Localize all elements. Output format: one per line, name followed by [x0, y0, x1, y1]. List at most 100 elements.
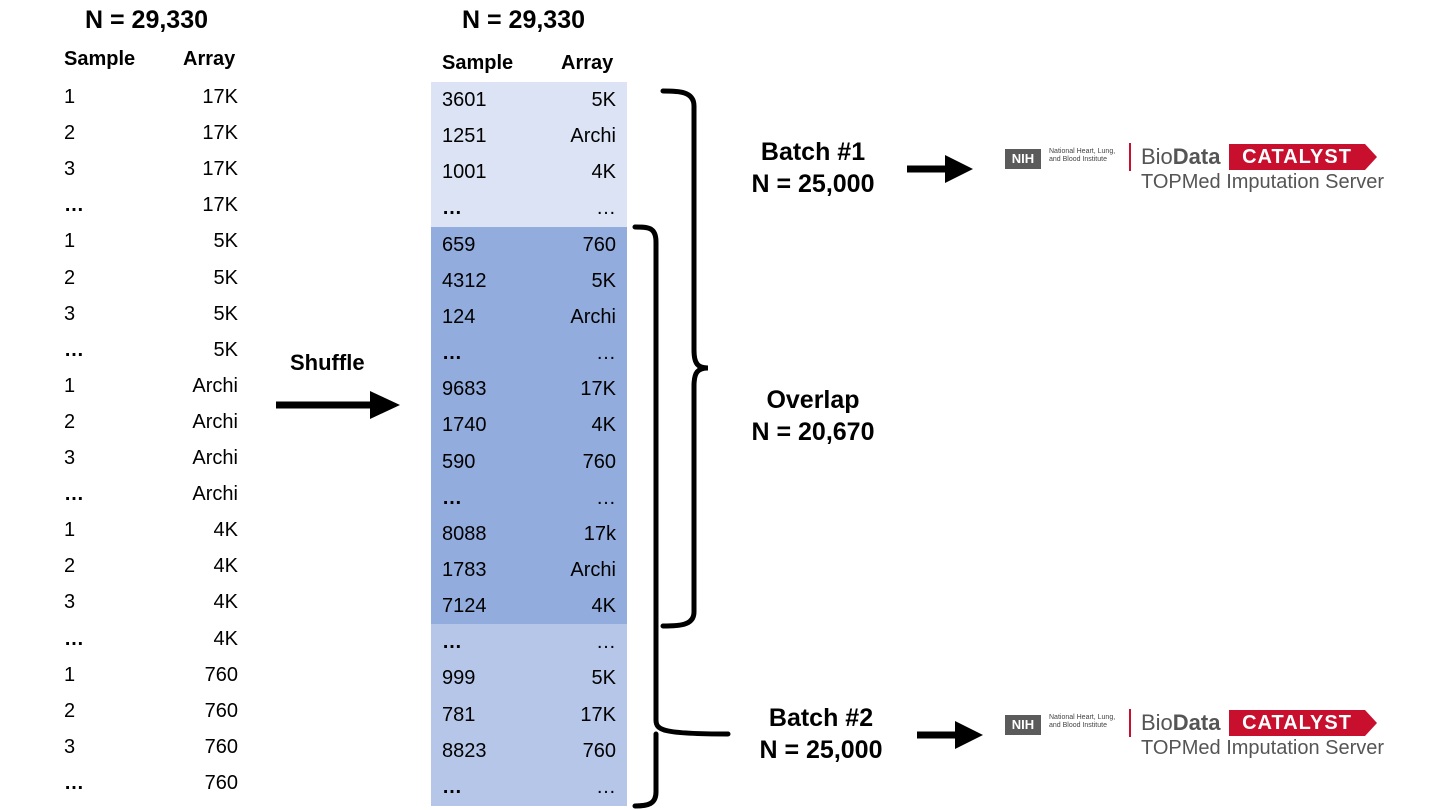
- right-array-cell: 17K: [580, 703, 616, 726]
- left-header-sample: Sample: [64, 48, 136, 70]
- left-sample-cell: …: [64, 483, 84, 506]
- right-array-cell: 5K: [591, 269, 616, 292]
- nih-institute-line2: and Blood Institute: [1049, 156, 1107, 163]
- right-sample-cell: …: [442, 775, 462, 798]
- right-header-array: Array: [561, 52, 614, 74]
- right-sample-cell: 590: [442, 450, 476, 473]
- right-array-cell: 4K: [591, 414, 616, 437]
- left-sample-cell: 3: [64, 735, 76, 758]
- left-sample-cell: 3: [64, 591, 76, 614]
- right-sample-cell: 1251: [442, 125, 487, 148]
- nih-institute: National Heart, Lung, and Blood Institut…: [1049, 714, 1115, 730]
- shuffle-label: Shuffle: [290, 350, 365, 375]
- right-sample-cell: 8088: [442, 522, 487, 545]
- right-array-cell: 5K: [591, 89, 616, 111]
- right-table-row: 4312 5K: [431, 262, 627, 300]
- batch2-count: N = 25,000: [759, 736, 883, 764]
- left-array-cell: Archi: [192, 374, 238, 397]
- right-table-row: ……: [431, 190, 627, 228]
- left-table-row: …Archi: [64, 476, 240, 512]
- right-sample-cell: 1001: [442, 161, 487, 184]
- data-text: Data: [1172, 710, 1221, 735]
- left-table-row: …4K: [64, 621, 240, 657]
- batch2-arrow: [917, 721, 983, 749]
- right-table-row: ……: [431, 479, 627, 517]
- left-table-row: … 5K: [64, 332, 240, 368]
- right-sample-cell: …: [442, 486, 462, 509]
- left-array-cell: 4K: [213, 555, 238, 578]
- overlap-title: Overlap: [766, 386, 860, 414]
- left-array-cell: 4K: [213, 591, 238, 614]
- right-table-row: 590 760: [431, 443, 627, 481]
- left-sample-cell: 1: [64, 663, 76, 686]
- left-table-row: 2 Archi: [64, 404, 240, 440]
- right-sample-cell: 659: [442, 233, 476, 256]
- left-array-cell: 17K: [202, 158, 238, 181]
- right-sample-cell: …: [442, 342, 462, 365]
- right-sample-cell: 9683: [442, 378, 487, 401]
- batch1-count: N = 25,000: [751, 170, 875, 198]
- left-table-row: 3 760: [64, 729, 240, 765]
- left-array-cell: 760: [204, 735, 238, 758]
- nih-logo-box: NIH: [1005, 715, 1041, 735]
- biodata-catalyst-logo-1: NIH National Heart, Lung, and Blood Inst…: [1005, 143, 1435, 213]
- catalyst-badge: CATALYST: [1229, 710, 1379, 736]
- left-sample-cell: 1: [64, 519, 76, 542]
- left-array-cell: 5K: [213, 338, 238, 361]
- right-table-row: ……: [431, 624, 627, 662]
- left-header-array: Array: [183, 48, 236, 70]
- batch1-arrow: [907, 155, 973, 183]
- left-table-row: …760: [64, 765, 240, 801]
- left-array-cell: 17K: [202, 122, 238, 145]
- left-array-cell: 5K: [213, 266, 238, 289]
- overlap-label: Overlap N = 20,670: [738, 384, 888, 448]
- right-sample-cell: 124: [442, 305, 476, 328]
- biodata-wordmark: BioData: [1141, 709, 1220, 737]
- right-table-row: 1740 4K: [431, 407, 627, 445]
- right-array-cell: 4K: [591, 161, 616, 184]
- biodata-catalyst-logo-2: NIH National Heart, Lung, and Blood Inst…: [1005, 709, 1435, 779]
- server-name: TOPMed Imputation Server: [1141, 737, 1385, 759]
- left-sample-cell: 1: [64, 86, 76, 108]
- nih-institute: National Heart, Lung, and Blood Institut…: [1049, 148, 1115, 164]
- catalyst-badge-shape: [1229, 710, 1377, 736]
- right-sample-cell: 7124: [442, 595, 487, 618]
- bio-text: Bio: [1141, 144, 1173, 169]
- left-sample-cell: …: [64, 627, 84, 650]
- right-array-cell: 760: [582, 450, 616, 473]
- left-sample-cell: …: [64, 194, 84, 217]
- right-array-cell: 17k: [583, 522, 616, 545]
- bio-text: Bio: [1141, 710, 1173, 735]
- left-array-cell: Archi: [192, 410, 238, 433]
- left-sample-cell: 2: [64, 410, 76, 433]
- right-array-cell: 760: [582, 233, 616, 256]
- batch2-label: Batch #2 N = 25,000: [746, 702, 896, 766]
- left-array-cell: 5K: [213, 302, 238, 325]
- right-sample-cell: 1740: [442, 414, 487, 437]
- left-table-row: … 17K: [64, 187, 240, 223]
- data-text: Data: [1172, 144, 1221, 169]
- right-array-cell: …: [596, 486, 616, 509]
- left-array-cell: Archi: [192, 447, 238, 469]
- left-array-cell: 17K: [202, 194, 238, 217]
- left-sample-cell: …: [64, 338, 84, 361]
- nih-institute-line1: National Heart, Lung,: [1049, 148, 1116, 155]
- logo-separator: [1129, 709, 1131, 737]
- right-array-cell: Archi: [570, 305, 616, 328]
- left-array-cell: 760: [204, 663, 238, 686]
- right-sample-cell: 4312: [442, 269, 487, 292]
- shuffle-arrow: [276, 391, 400, 419]
- left-array-cell: 17K: [202, 86, 238, 108]
- catalyst-badge: CATALYST: [1229, 144, 1379, 170]
